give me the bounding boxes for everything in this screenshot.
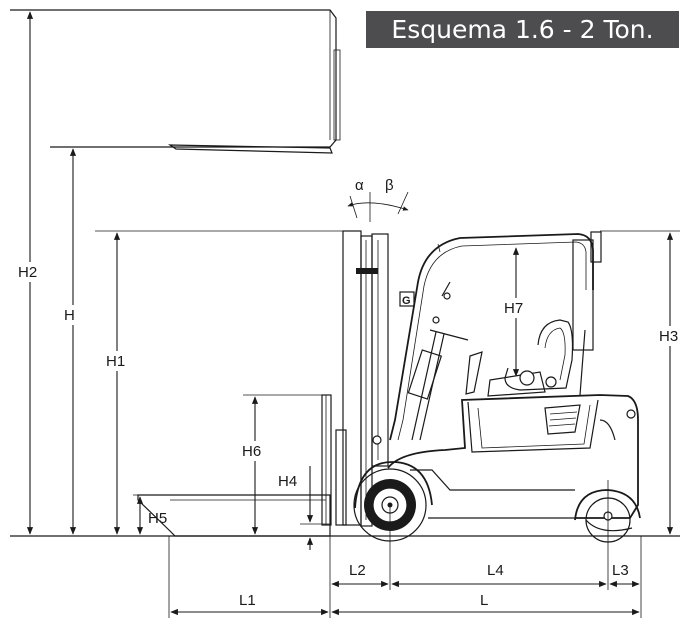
truck-body — [387, 394, 639, 519]
title-banner: Esquema 1.6 - 2 Ton. — [366, 11, 679, 48]
svg-text:G: G — [402, 295, 411, 307]
label-h3: H3 — [659, 328, 678, 345]
label-l2: L2 — [349, 562, 366, 579]
label-l3: L3 — [612, 562, 629, 579]
label-h: H — [64, 307, 75, 324]
label-h4: H4 — [278, 473, 297, 490]
label-alpha: α — [355, 177, 364, 194]
label-h7: H7 — [504, 300, 523, 317]
raised-carriage — [10, 9, 341, 154]
steering-column: G — [399, 281, 483, 441]
diagram-title: Esquema 1.6 - 2 Ton. — [391, 15, 654, 44]
overhead-guard — [389, 231, 602, 441]
label-l1: L1 — [239, 592, 256, 609]
label-h1: H1 — [106, 353, 125, 370]
forks — [137, 394, 332, 537]
label-l: L — [480, 592, 488, 609]
tilt-angle-indicator: α β — [347, 177, 409, 222]
label-l4: L4 — [487, 562, 504, 579]
label-h2: H2 — [18, 264, 37, 281]
front-wheel — [353, 461, 433, 542]
label-h6: H6 — [242, 443, 261, 460]
operator-seat — [487, 319, 574, 397]
label-beta: β — [385, 177, 394, 194]
